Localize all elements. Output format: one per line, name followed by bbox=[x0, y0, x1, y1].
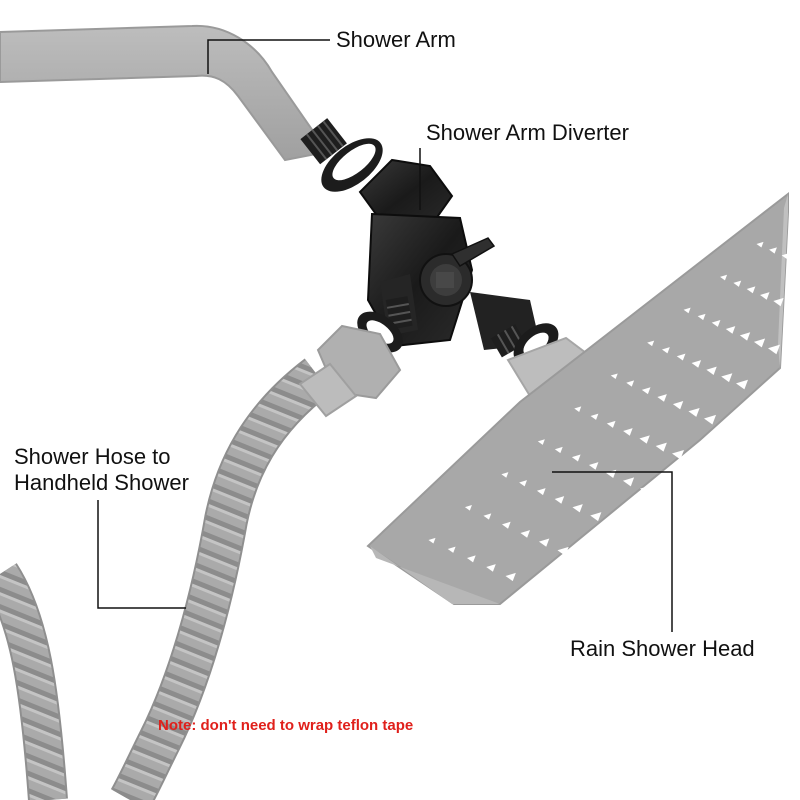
label-shower-hose-line2: Handheld Shower bbox=[14, 470, 189, 496]
shower-arm-icon bbox=[0, 26, 347, 164]
leader-hose bbox=[98, 500, 186, 608]
label-shower-hose-line1: Shower Hose to bbox=[14, 444, 189, 470]
label-shower-arm-diverter: Shower Arm Diverter bbox=[426, 120, 629, 146]
nozzle bbox=[608, 520, 620, 530]
note-teflon-tape: Note: don't need to wrap teflon tape bbox=[158, 717, 413, 734]
label-shower-arm: Shower Arm bbox=[336, 27, 456, 53]
nozzle bbox=[544, 590, 556, 600]
label-shower-hose: Shower Hose to Handheld Shower bbox=[14, 444, 189, 496]
nozzle bbox=[787, 304, 798, 313]
nozzle bbox=[576, 555, 588, 565]
nozzle bbox=[794, 258, 800, 266]
label-rain-shower-head: Rain Shower Head bbox=[570, 636, 755, 662]
